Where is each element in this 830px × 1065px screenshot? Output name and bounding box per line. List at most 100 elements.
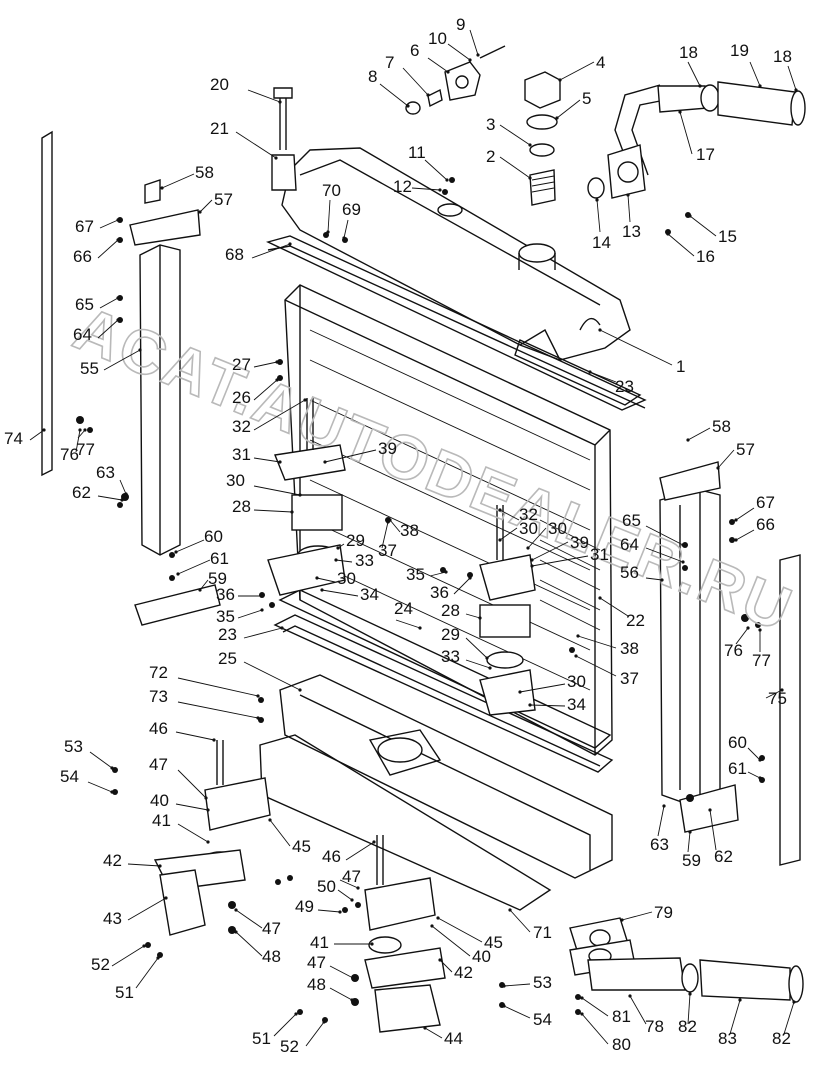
leader-line-c58b [687, 427, 711, 441]
callout-label-c34b: 34 [567, 695, 586, 714]
leader-line-c13 [627, 194, 631, 223]
callout-label-c44: 44 [444, 1029, 463, 1048]
leader-dot-c45a [268, 818, 272, 822]
leader-dot-c34a [320, 588, 324, 592]
leader-dot-c35a [260, 608, 264, 612]
leader-dot-c12 [438, 188, 442, 192]
callout-label-c62b: 62 [714, 847, 733, 866]
leader-dot-c21 [274, 156, 278, 160]
callout-label-c30d: 30 [567, 672, 586, 691]
filler-cap-assembly [524, 71, 561, 206]
leader-dot-c34b [528, 703, 532, 707]
bracket-57-left [129, 209, 201, 246]
callout-label-c41b: 41 [310, 933, 329, 952]
callout-label-c16: 16 [696, 247, 715, 266]
leader-dot-c23b [280, 626, 284, 630]
leader-dot-c29a [336, 546, 340, 550]
leader-line-c30e [527, 527, 547, 549]
callout-label-c7: 7 [385, 53, 394, 72]
callout-label-c20: 20 [210, 75, 229, 94]
leader-dot-c8 [406, 104, 410, 108]
leader-line-c18b [787, 65, 797, 91]
leader-line-c61b [747, 771, 761, 779]
callout-label-c54b: 54 [533, 1010, 552, 1029]
leader-dot-c80 [580, 1012, 584, 1016]
leader-line-c83 [729, 999, 741, 1035]
leader-dot-c46b [372, 840, 376, 844]
callout-label-c6: 6 [410, 41, 419, 60]
leader-line-c27 [253, 361, 278, 368]
leader-dot-c66a [116, 238, 120, 242]
leader-dot-c62b [708, 808, 712, 812]
leader-dot-c30a [298, 493, 302, 497]
leader-dot-c39a [323, 460, 327, 464]
gasket-23-upper [514, 339, 642, 406]
callout-label-c24: 24 [394, 599, 413, 618]
leader-dot-c61a [176, 572, 180, 576]
callout-label-c8: 8 [368, 67, 377, 86]
leader-line-c64b [645, 547, 684, 563]
leader-dot-c50 [350, 898, 354, 902]
leader-dot-c30e [526, 546, 530, 550]
leader-dot-c14 [595, 198, 599, 202]
callout-label-c52b: 52 [280, 1037, 299, 1056]
leader-dot-c57b [716, 466, 720, 470]
leader-line-c67a [99, 219, 119, 229]
leader-line-c82b [783, 1001, 795, 1035]
callout-label-c49: 49 [295, 897, 314, 916]
callout-label-c48a: 48 [262, 947, 281, 966]
left-side-plate [139, 244, 181, 556]
leader-line-c31a [253, 457, 281, 463]
leader-dot-c53a [110, 766, 114, 770]
leader-dot-c30b [315, 576, 319, 580]
leader-line-c65b [645, 525, 684, 546]
leader-line-c34b [529, 704, 566, 707]
callout-label-c78: 78 [645, 1017, 664, 1036]
callout-label-c25: 25 [218, 649, 237, 668]
leader-line-c46b [345, 841, 375, 861]
callout-label-c80: 80 [612, 1035, 631, 1054]
leader-line-c41a [177, 823, 209, 843]
callout-label-c53b: 53 [533, 973, 552, 992]
leader-line-c59a [199, 579, 209, 591]
leader-line-c9 [469, 29, 479, 56]
leader-line-c37a [381, 521, 389, 549]
callout-label-c32b: 32 [519, 505, 538, 524]
callout-label-c69: 69 [342, 200, 361, 219]
leader-line-c45b [437, 917, 483, 943]
leader-line-c70 [327, 199, 331, 233]
leader-line-c56 [645, 577, 663, 581]
leader-line-c36b [453, 577, 471, 595]
leader-lines [29, 29, 798, 1047]
leader-line-c63a [119, 479, 127, 495]
leader-line-c23b [243, 627, 283, 639]
leader-dot-c47a [204, 796, 208, 800]
callout-label-c65b: 65 [622, 511, 641, 530]
leader-dot-c56 [660, 578, 664, 582]
leader-line-c38a [389, 519, 401, 533]
callout-label-c61a: 61 [210, 549, 229, 568]
leader-dot-c38a [388, 518, 392, 522]
leader-dot-c35b [444, 570, 448, 574]
leader-dot-c26 [275, 378, 279, 382]
leader-line-c38b [577, 635, 617, 649]
leader-dot-c13 [626, 193, 630, 197]
mount-lower-left [153, 740, 271, 936]
leader-line-c28b [465, 613, 481, 619]
callout-label-c59b: 59 [682, 851, 701, 870]
leader-line-c59b [687, 831, 691, 853]
callout-label-c75: 75 [768, 689, 787, 708]
callout-label-c45b: 45 [484, 933, 503, 952]
leader-dot-c79 [620, 918, 624, 922]
leader-dot-c44 [423, 1026, 427, 1030]
leader-line-c32a [253, 399, 306, 431]
bottom-tank [279, 674, 613, 879]
leader-dot-c27 [275, 360, 279, 364]
leader-dot-c19 [758, 84, 762, 88]
leader-line-c75 [765, 689, 783, 699]
leader-line-c54a [87, 781, 113, 793]
callout-label-c18b: 18 [773, 47, 792, 66]
leader-line-c30c [499, 527, 518, 541]
callout-label-c10: 10 [428, 29, 447, 48]
leader-dot-c3 [528, 143, 532, 147]
